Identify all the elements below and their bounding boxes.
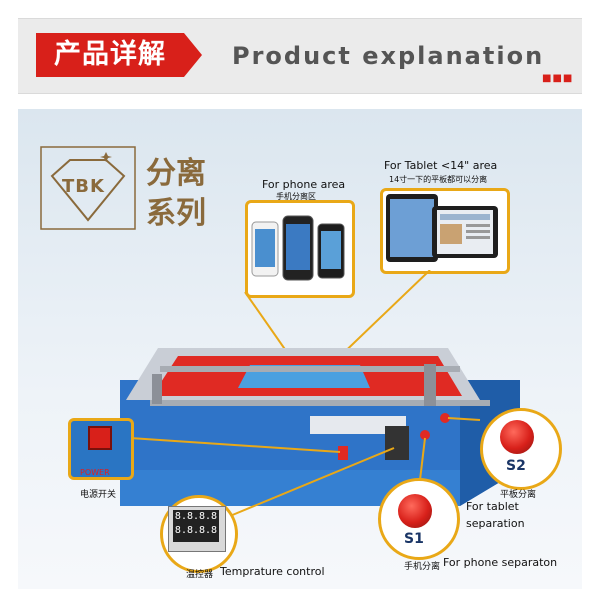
temp-display-top: 8.8.8.8 xyxy=(174,511,218,522)
temp-display-bottom: 8.8.8.8 xyxy=(174,525,218,536)
header-red-arrow xyxy=(184,33,202,77)
s2-label-cn: 平板分离 xyxy=(500,490,537,500)
s1-button-icon xyxy=(398,494,432,528)
tablet-area-label-cn: 14寸一下的平板都可以分离 xyxy=(389,175,488,184)
s1-label-cn: 手机分离 xyxy=(404,562,441,572)
s2-label: S2 xyxy=(506,458,526,474)
tablet-separation-line1: For tablet xyxy=(466,500,519,513)
tablets-image xyxy=(386,194,498,262)
phones-image xyxy=(251,215,345,281)
tbk-logo xyxy=(40,146,136,230)
phone-area-label: For phone area xyxy=(262,178,346,191)
tablet-separation-line2: separation xyxy=(466,517,525,530)
power-rocker-icon xyxy=(88,426,112,450)
temp-control-label: Temprature control xyxy=(220,565,325,578)
series-title-line2: 系列 xyxy=(146,196,206,231)
header-title-en: Product explanation xyxy=(232,42,545,70)
s1-label: S1 xyxy=(404,531,424,547)
header-dots: ■■■ xyxy=(542,73,574,84)
phone-separation-label: For phone separaton xyxy=(443,556,558,569)
series-title-line1: 分离 xyxy=(146,156,206,191)
tablet-area-label: For Tablet <14" area xyxy=(384,159,498,172)
s2-button-icon xyxy=(500,420,534,454)
header-title-cn: 产品详解 xyxy=(54,39,166,70)
temp-display: 8.8.8.8 8.8.8.8 xyxy=(173,510,219,542)
temp-control-label-cn: 温控器 xyxy=(186,570,214,580)
s1-button-callout xyxy=(378,478,460,560)
phone-area-label-cn: 手机分离区 xyxy=(276,192,316,201)
brand-text: TBK xyxy=(62,176,105,197)
header-red-tab xyxy=(36,33,184,77)
power-switch-label: POWER xyxy=(80,468,110,477)
power-switch-label-cn: 电源开关 xyxy=(80,490,117,500)
